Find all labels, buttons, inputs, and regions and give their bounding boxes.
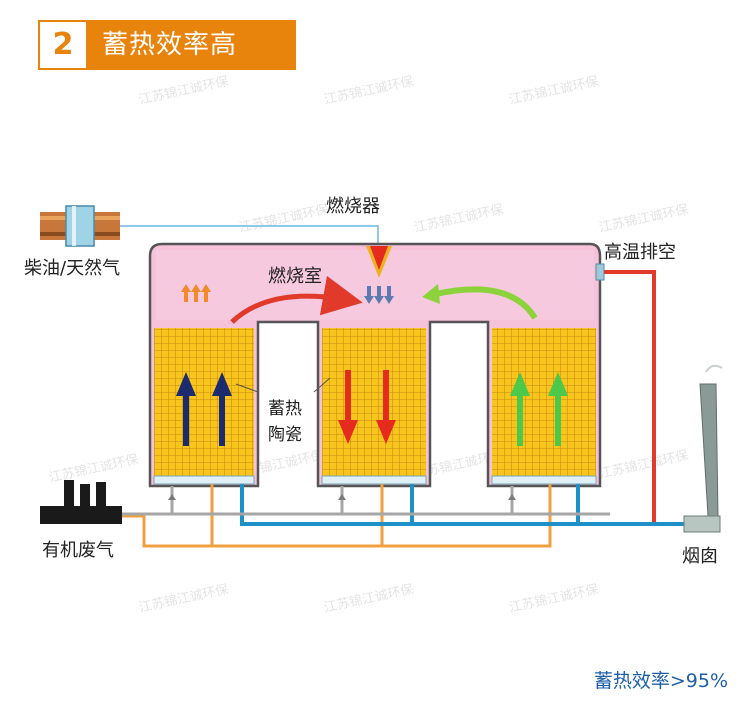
fuel-line [120, 225, 379, 244]
watermark: 江苏锦江诚环保 [138, 73, 230, 108]
label-waste-gas: 有机废气 [42, 540, 114, 561]
flow-arrow-red-curve [230, 275, 363, 324]
watermark: 江苏锦江诚环保 [323, 73, 415, 108]
fuel-valve-icon [40, 205, 120, 247]
label-fuel: 柴油/天然气 [24, 258, 120, 279]
flow-arrows-down-red [338, 370, 396, 444]
watermark: 江苏锦江诚环保 [413, 201, 505, 236]
chimney-icon [683, 364, 723, 533]
section-header: 2 蓄热效率高 [38, 20, 296, 70]
label-chimney: 烟囱 [682, 546, 718, 567]
watermark: 江苏锦江诚环保 [323, 581, 415, 616]
burner-flame-icon [366, 246, 392, 278]
efficiency-note: 蓄热效率>95% [593, 670, 728, 692]
duct-pipes [120, 484, 686, 548]
label-ceramic-line1: 蓄热 [268, 399, 302, 419]
ceramic-bed-right [491, 328, 597, 485]
ceramic-leader-right [313, 377, 331, 393]
small-down-arrows-blue [364, 286, 394, 304]
watermark: 江苏锦江诚环保 [508, 581, 600, 616]
label-high-temp-exhaust: 高温排空 [604, 242, 676, 263]
watermark: 江苏锦江诚环保 [138, 581, 230, 616]
ceramic-leader-left [235, 383, 259, 393]
label-combustion-chamber: 燃烧室 [268, 266, 322, 287]
ceramic-bed-left [153, 328, 255, 485]
label-burner: 燃烧器 [326, 196, 380, 217]
small-up-arrows-orange [181, 284, 211, 302]
label-ceramic-line2: 陶瓷 [268, 425, 302, 445]
watermark: 江苏锦江诚环保 [508, 73, 600, 108]
flow-arrow-green-curve [422, 284, 538, 320]
factory-icon [40, 480, 122, 524]
watermark: 江苏锦江诚环保 [48, 451, 140, 486]
section-title: 蓄热效率高 [88, 20, 296, 70]
high-temp-exhaust-pipe [595, 263, 656, 524]
watermark: 江苏锦江诚环保 [598, 447, 690, 482]
ceramic-bed-middle [321, 328, 427, 485]
watermark: 江苏锦江诚环保 [598, 201, 690, 236]
flow-arrows-up-navy [176, 372, 232, 446]
flow-arrows-up-green [510, 372, 568, 446]
section-number: 2 [38, 20, 88, 70]
watermark: 江苏锦江诚环保 [238, 201, 330, 236]
